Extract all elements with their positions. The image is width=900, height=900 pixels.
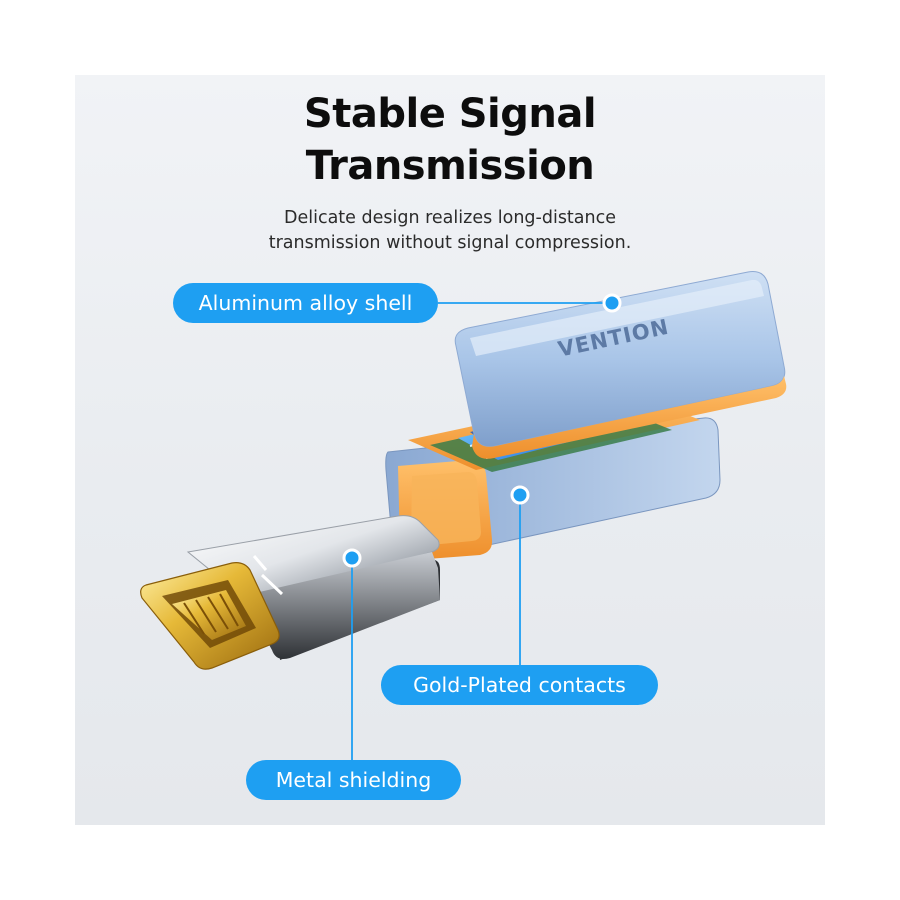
callout-dot-contacts — [510, 485, 530, 505]
callout-gold-contacts: Gold-Plated contacts — [381, 665, 658, 705]
subtitle-line-1: Delicate design realizes long-distance — [283, 208, 616, 228]
metal-shielding-connector — [140, 515, 440, 670]
callout-dot-shielding — [342, 548, 362, 568]
title-line-1: Stable Signal — [303, 91, 597, 137]
page-subtitle: Delicate design realizes long-distance t… — [0, 206, 900, 256]
page-title: Stable Signal Transmission — [0, 88, 900, 192]
callout-aluminum-shell: Aluminum alloy shell — [173, 283, 438, 323]
aluminum-shell-connector: VENTION — [385, 271, 787, 563]
title-line-2: Transmission — [305, 143, 595, 189]
callout-dot-shell — [602, 293, 622, 313]
callout-metal-shielding: Metal shielding — [246, 760, 461, 800]
subtitle-line-2: transmission without signal compression. — [268, 233, 632, 253]
